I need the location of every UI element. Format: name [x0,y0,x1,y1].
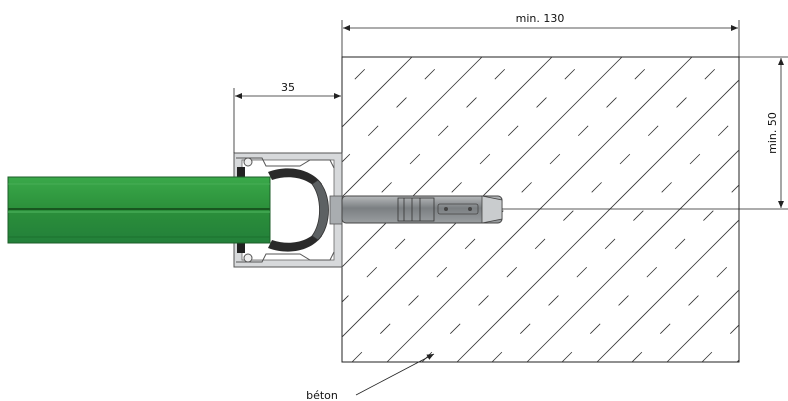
hatch-line [526,149,739,362]
hatch-line [596,219,739,362]
glass-panel [7,176,271,244]
hatch-line [342,57,413,128]
dimension-depth-label: min. 50 [766,112,779,154]
hatch-line [342,57,483,198]
hatch-line [386,57,693,362]
hatch-line [736,359,739,362]
hatch-line [456,79,739,362]
material-callout: béton [306,353,435,401]
dimension-width-label: min. 130 [516,12,565,25]
dimension-width: min. 130 [341,12,740,57]
hatch-dash [772,57,788,362]
anchor-bolt [341,195,503,224]
dimension-offset: 35 [233,81,341,153]
material-label: béton [306,389,338,401]
hatch-line [666,289,739,362]
dimension-depth: min. 50 [502,56,788,210]
dimension-offset-label: 35 [281,81,295,94]
